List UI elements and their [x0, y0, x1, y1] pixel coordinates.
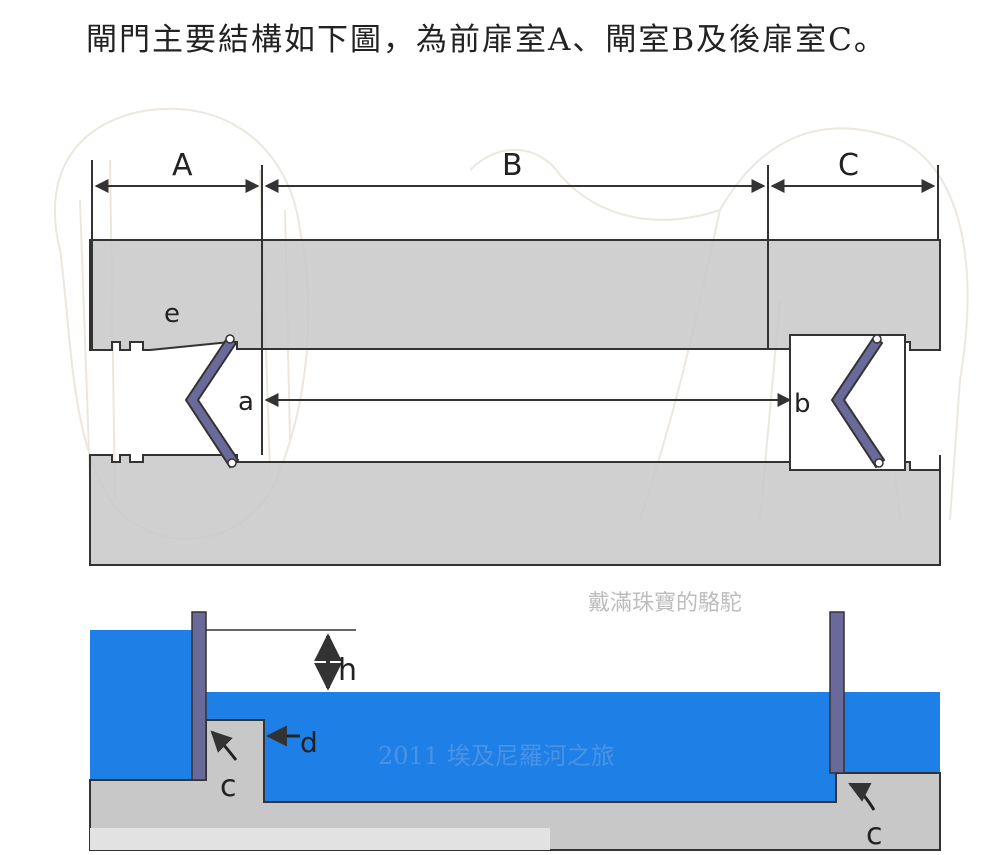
label-c-right: c — [866, 817, 883, 852]
label-C: C — [838, 148, 859, 183]
camel-outline — [469, 127, 969, 521]
plan-rear-gate-hinge-top — [872, 334, 882, 344]
plan-view: A B C a b e — [89, 148, 941, 566]
plan-top-wall — [89, 239, 941, 351]
section-front-gate — [191, 611, 207, 781]
label-B: B — [502, 148, 523, 183]
label-A: A — [172, 148, 193, 183]
c-left-leader — [210, 730, 238, 761]
label-b: b — [794, 389, 811, 419]
plan-rear-recess — [789, 334, 906, 471]
c-right-leader — [848, 782, 876, 811]
plan-front-gate-hinge-bottom — [227, 458, 237, 468]
label-c-left: c — [220, 769, 237, 804]
ground-floor-light — [90, 828, 550, 850]
label-h: h — [338, 653, 357, 688]
caption-text: 閘門主要結構如下圖，為前扉室A、閘室B及後扉室C。 — [86, 22, 887, 58]
water-chamber — [206, 692, 940, 802]
section-rear-gate — [829, 611, 845, 774]
label-a: a — [238, 387, 254, 417]
water-upstream — [90, 630, 192, 780]
plan-front-gate — [184, 335, 240, 469]
watermark-trip: 2011 埃及尼羅河之旅 — [378, 742, 615, 770]
plan-bottom-wall — [89, 454, 941, 566]
plan-rear-gate — [830, 335, 886, 469]
section-view: h c d c — [89, 611, 941, 852]
label-d: d — [300, 726, 318, 759]
label-e: e — [164, 299, 180, 329]
plan-rear-gate-hinge-bottom — [874, 458, 884, 468]
watermark-camel: 戴滿珠寶的駱駝 — [588, 591, 742, 616]
plan-front-gate-hinge-top — [225, 334, 235, 344]
